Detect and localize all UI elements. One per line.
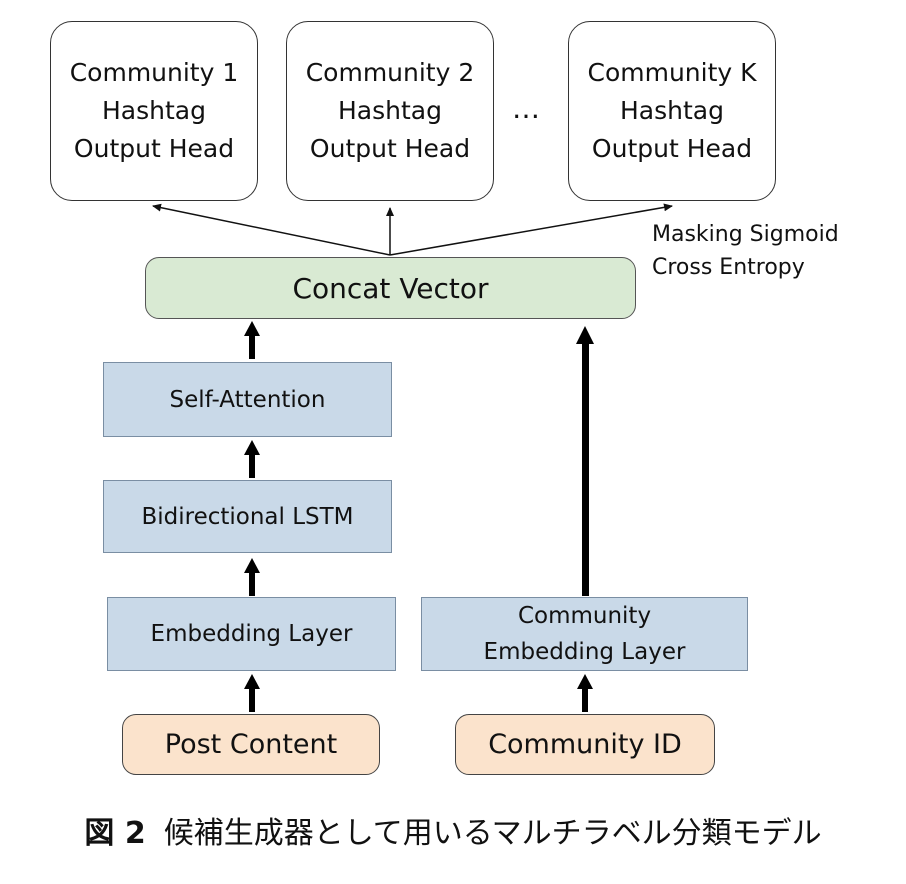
bidirectional-lstm-label: Bidirectional LSTM — [141, 503, 354, 530]
figure-caption-text: 候補生成器として用いるマルチラベル分類モデル — [163, 816, 822, 851]
concat-vector-label: Concat Vector — [292, 271, 489, 305]
community-embedding-line2: Embedding Layer — [483, 639, 686, 665]
community-id-label: Community ID — [488, 729, 682, 760]
head-1-line3: Output Head — [73, 134, 235, 163]
arrow-post-to-embedding — [244, 674, 260, 712]
arrow-bilstm-to-selfattn — [244, 440, 260, 478]
figure-number: 図 2 — [84, 816, 146, 851]
community-embedding-line1: Community — [517, 603, 652, 629]
head-1-line1: Community 1 — [69, 58, 239, 87]
head-2-line2: Hashtag — [338, 96, 442, 125]
head-2-line1: Community 2 — [305, 58, 475, 87]
loss-label-line1: Masking Sigmoid — [652, 222, 839, 247]
arrow-to-head-k — [389, 203, 673, 256]
stack-arrows — [244, 321, 594, 712]
head-k-line2: Hashtag — [620, 96, 724, 125]
post-content-label: Post Content — [164, 729, 338, 760]
arrow-embedding-to-bilstm — [244, 558, 260, 596]
arrow-community-id-to-embedding — [577, 674, 593, 712]
concat-vector-box: Concat Vector — [145, 257, 636, 319]
bidirectional-lstm-layer: Bidirectional LSTM — [103, 480, 392, 553]
head-k-line1: Community K — [587, 58, 757, 87]
arrow-selfattn-to-concat — [244, 321, 260, 359]
figure-caption: 図 2 候補生成器として用いるマルチラベル分類モデル — [0, 808, 906, 852]
community-id-input: Community ID — [455, 714, 715, 775]
loss-label: Masking Sigmoid Cross Entropy — [652, 218, 839, 284]
embedding-layer: Embedding Layer — [107, 597, 396, 671]
fanout-arrows — [152, 203, 673, 256]
embedding-layer-label: Embedding Layer — [150, 621, 353, 647]
head-2-line3: Output Head — [309, 134, 471, 163]
arrow-to-head-1 — [152, 203, 391, 256]
output-head-community-k: Community K Hashtag Output Head — [568, 21, 776, 201]
arrow-community-embedding-to-concat — [576, 326, 594, 596]
community-embedding-layer: Community Embedding Layer — [421, 597, 748, 671]
ellipsis: … — [512, 92, 542, 125]
self-attention-label: Self-Attention — [169, 386, 326, 413]
post-content-input: Post Content — [122, 714, 380, 775]
head-k-line3: Output Head — [591, 134, 753, 163]
self-attention-layer: Self-Attention — [103, 362, 392, 437]
head-1-line2: Hashtag — [102, 96, 206, 125]
output-head-community-1: Community 1 Hashtag Output Head — [50, 21, 258, 201]
output-head-community-2: Community 2 Hashtag Output Head — [286, 21, 494, 201]
loss-label-line2: Cross Entropy — [652, 255, 805, 280]
